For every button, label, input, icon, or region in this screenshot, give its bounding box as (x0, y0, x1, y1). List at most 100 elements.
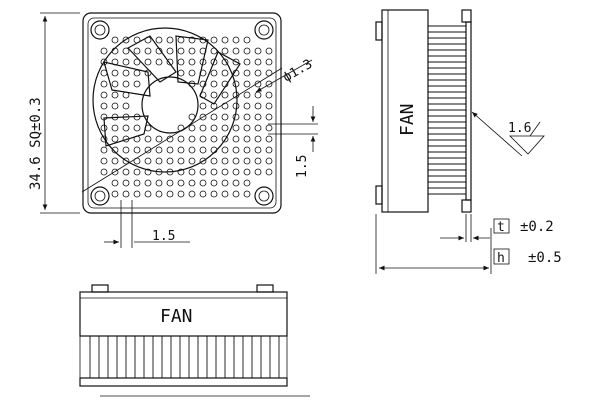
perforation-hole (177, 124, 185, 132)
perforation-hole (133, 168, 141, 176)
perforation-hole (122, 124, 130, 132)
pitch-vertical-label: 1.5 (295, 155, 310, 178)
hole-diameter-leader (255, 59, 313, 93)
perforation-hole (232, 58, 240, 66)
perforation-hole (111, 190, 119, 198)
perforation-hole (232, 146, 240, 154)
perforation-hole (111, 124, 119, 132)
perforation-hole (166, 168, 174, 176)
perforation-hole (188, 36, 196, 44)
perforation-hole (265, 102, 273, 110)
perforation-hole (199, 168, 207, 176)
perforation-hole (100, 58, 108, 66)
perforation-hole (155, 58, 163, 66)
perforation-hole (232, 80, 240, 88)
perforation-hole (232, 179, 240, 187)
perforation-hole (210, 80, 218, 88)
perforation-hole (144, 69, 152, 77)
perforation-hole (243, 58, 251, 66)
perforation-hole (210, 168, 218, 176)
side-base-plate (465, 21, 472, 201)
perforation-hole (265, 58, 273, 66)
perforation-hole (199, 157, 207, 165)
side-view: FAN 1.6 t ±0.2 h ±0.5 (375, 9, 562, 274)
perforation-hole (177, 157, 185, 165)
perforation-hole (243, 168, 251, 176)
perforation-hole (254, 102, 262, 110)
perforation-hole (155, 157, 163, 165)
t-tolerance-value: ±0.2 (520, 219, 554, 235)
perforation-hole (122, 36, 130, 44)
bottom-view: FAN (79, 284, 310, 397)
perforation-hole (221, 135, 229, 143)
perforation-hole (144, 58, 152, 66)
perforation-hole (177, 135, 185, 143)
perforation-hole (221, 124, 229, 132)
perforation-hole (166, 135, 174, 143)
perforation-hole (155, 179, 163, 187)
perforation-hole (221, 58, 229, 66)
perforation-hole (210, 135, 218, 143)
perforation-hole (122, 179, 130, 187)
perforation-hole (111, 135, 119, 143)
perforation-hole (199, 113, 207, 121)
perforation-hole (265, 157, 273, 165)
perforation-hole (133, 157, 141, 165)
perforation-hole (199, 69, 207, 77)
perforation-hole (221, 168, 229, 176)
side-view-body (381, 9, 429, 213)
perforation-hole (221, 146, 229, 154)
perforation-hole (265, 80, 273, 88)
perforation-hole (199, 91, 207, 99)
perforation-hole (243, 124, 251, 132)
perforation-hole (122, 47, 130, 55)
perforation-hole (254, 113, 262, 121)
bottom-view-body (79, 291, 288, 337)
perforation-hole (177, 168, 185, 176)
pitch-horizontal-label: 1.5 (152, 229, 175, 244)
perforation-hole (188, 135, 196, 143)
perforation-hole (166, 146, 174, 154)
perforation-hole (199, 47, 207, 55)
perforation-hole (111, 69, 119, 77)
perforation-hole (177, 47, 185, 55)
perforation-hole (100, 146, 108, 154)
perforation-hole (144, 124, 152, 132)
perforation-hole (111, 102, 119, 110)
perforation-hole (155, 36, 163, 44)
perforation-hole (221, 190, 229, 198)
fan-impeller-ring (92, 27, 238, 173)
perforation-holes (100, 36, 273, 198)
perforation-hole (111, 91, 119, 99)
perforation-hole (155, 168, 163, 176)
perforation-hole (254, 47, 262, 55)
perforation-hole (155, 135, 163, 143)
perforation-hole (122, 80, 130, 88)
perforation-hole (133, 80, 141, 88)
perforation-hole (100, 168, 108, 176)
perforation-hole (188, 190, 196, 198)
perforation-hole (199, 124, 207, 132)
perforation-hole (243, 36, 251, 44)
perforation-hole (254, 146, 262, 154)
bottom-fan-label: FAN (160, 306, 193, 327)
perforation-hole (265, 124, 273, 132)
h-tolerance-value: ±0.5 (528, 250, 562, 266)
h-tolerance-box (493, 248, 510, 265)
perforation-hole (144, 179, 152, 187)
perforation-hole (144, 47, 152, 55)
perforation-hole (243, 179, 251, 187)
perforation-hole (221, 80, 229, 88)
perforation-hole (188, 179, 196, 187)
perforation-hole (177, 190, 185, 198)
perforation-hole (155, 47, 163, 55)
perforation-hole (177, 69, 185, 77)
perforation-hole (232, 168, 240, 176)
surface-finish-symbol (509, 135, 545, 155)
perforation-hole (243, 146, 251, 154)
perforation-hole (111, 113, 119, 121)
perforation-hole (100, 80, 108, 88)
perforation-hole (199, 135, 207, 143)
side-heatsink-fins (428, 25, 466, 195)
